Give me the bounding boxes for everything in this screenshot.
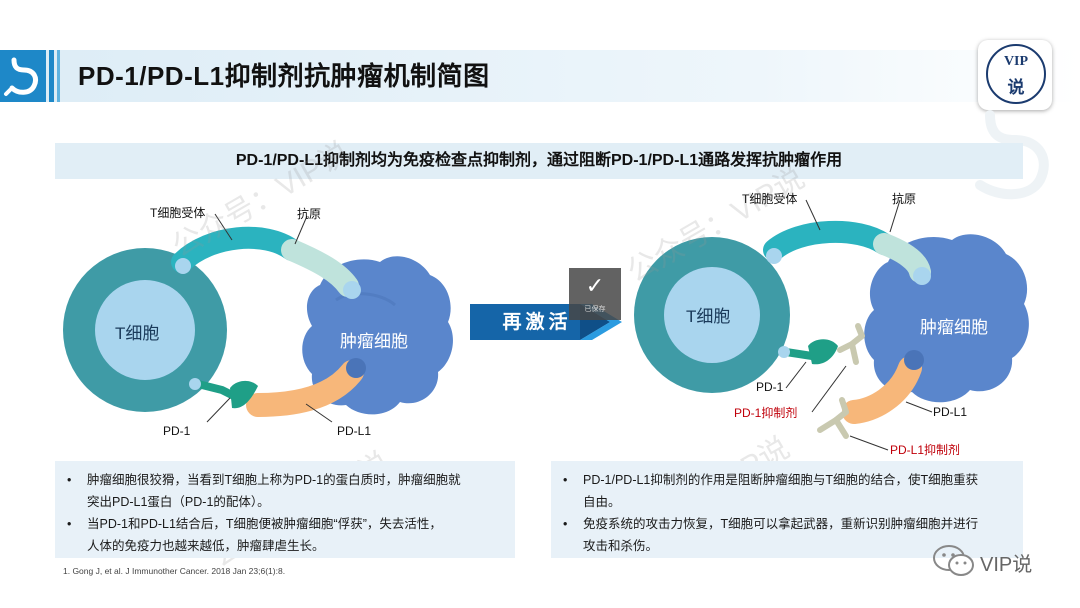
right-pd1-inhibitor-label: PD-1抑制剂 — [734, 406, 798, 420]
right-pd1-label: PD-1 — [756, 380, 784, 394]
page-title: PD-1/PD-L1抑制剂抗肿瘤机制简图 — [78, 61, 490, 91]
stomach-outline-icon — [975, 110, 1049, 200]
left-bullet-list: 肿瘤细胞很狡猾，当看到T细胞上称为PD-1的蛋白质时，肿瘤细胞就 突出PD-L1… — [55, 461, 515, 557]
reference-citation: 1. Gong J, et al. J Immunother Cancer. 2… — [63, 566, 286, 576]
left-t-cell-label: T细胞 — [115, 324, 160, 343]
right-antigen-label: 抗原 — [892, 192, 917, 206]
right-tcr-label: T细胞受体 — [742, 192, 798, 206]
header-bar — [0, 50, 1080, 102]
left-pdl1-label: PD-L1 — [337, 424, 372, 438]
wechat-watermark: VIP说 — [932, 544, 1032, 583]
wechat-account-name: VIP说 — [980, 554, 1033, 576]
header-accent-bar-light — [57, 50, 60, 102]
left-pd1-label: PD-1 — [163, 424, 191, 438]
bullet-item: 突出PD-L1蛋白（PD-1的配体）。 — [87, 495, 270, 509]
bullet-item: 人体的免疫力也越来越低，肿瘤肆虐生长。 — [87, 539, 325, 553]
bullet-item: 当PD-1和PD-L1结合后，T细胞便被肿瘤细胞“俘获”，失去活性， — [67, 513, 501, 535]
badge-line2: 说 — [1007, 78, 1025, 97]
right-t-cell-label: T细胞 — [686, 307, 731, 326]
subtitle-banner: PD-1/PD-L1抑制剂均为免疫检查点抑制剂，通过阻断PD-1/PD-L1通路… — [55, 143, 1023, 179]
right-explanation-box: PD-1/PD-L1抑制剂的作用是阻断肿瘤细胞与T细胞的结合，使T细胞重获 自由… — [551, 461, 1023, 558]
reactivate-label: 再激活 — [502, 312, 572, 333]
vip-badge-logo: VIP 说 — [978, 40, 1052, 110]
saved-text: 已保存 — [584, 306, 606, 313]
right-tumor-cell-label: 肿瘤细胞 — [920, 318, 988, 337]
saved-overlay[interactable]: ✓ 已保存 — [569, 268, 621, 320]
bullet-item: 肿瘤细胞很狡猾，当看到T细胞上称为PD-1的蛋白质时，肿瘤细胞就 — [67, 469, 501, 491]
left-tumor-cell-label: 肿瘤细胞 — [340, 332, 408, 351]
right-pdl1-inhibitor-label: PD-L1抑制剂 — [890, 443, 961, 457]
badge-line1: VIP — [1003, 54, 1029, 69]
right-diagram — [634, 199, 1029, 451]
left-tcr-label: T细胞受体 — [150, 206, 206, 220]
bullet-item: 攻击和杀伤。 — [583, 539, 659, 553]
stomach-logo-icon — [0, 50, 46, 102]
left-tcr-receptor — [171, 226, 303, 273]
left-pdl1 — [246, 360, 364, 417]
right-bullet-list: PD-1/PD-L1抑制剂的作用是阻断肿瘤细胞与T细胞的结合，使T细胞重获 自由… — [551, 461, 1023, 557]
right-t-cell-nucleus — [664, 267, 760, 363]
right-tcr-receptor — [763, 220, 895, 261]
check-icon: ✓ — [585, 273, 605, 298]
left-antigen — [281, 239, 359, 297]
bullet-item: PD-1/PD-L1抑制剂的作用是阻断肿瘤细胞与T细胞的结合，使T细胞重获 — [563, 469, 1009, 491]
left-diagram — [63, 213, 453, 423]
right-pdl1-inhibitor — [817, 397, 849, 439]
left-explanation-box: 肿瘤细胞很狡猾，当看到T细胞上称为PD-1的蛋白质时，肿瘤细胞就 突出PD-L1… — [55, 461, 515, 558]
right-pdl1 — [842, 356, 922, 424]
bullet-item: 免疫系统的攻击力恢复，T细胞可以拿起武器，重新识别肿瘤细胞并进行 — [563, 513, 1009, 535]
bullet-item: 自由。 — [583, 495, 621, 509]
wechat-icon — [933, 545, 974, 576]
vip-badge-circle: VIP 说 — [986, 44, 1046, 104]
right-pdl1-label: PD-L1 — [933, 405, 968, 419]
right-pd1-inhibitor — [837, 323, 865, 365]
left-antigen-label: 抗原 — [297, 207, 322, 221]
right-pd1 — [782, 348, 816, 360]
header-accent-bar — [49, 50, 54, 102]
left-t-cell-nucleus — [95, 280, 195, 380]
